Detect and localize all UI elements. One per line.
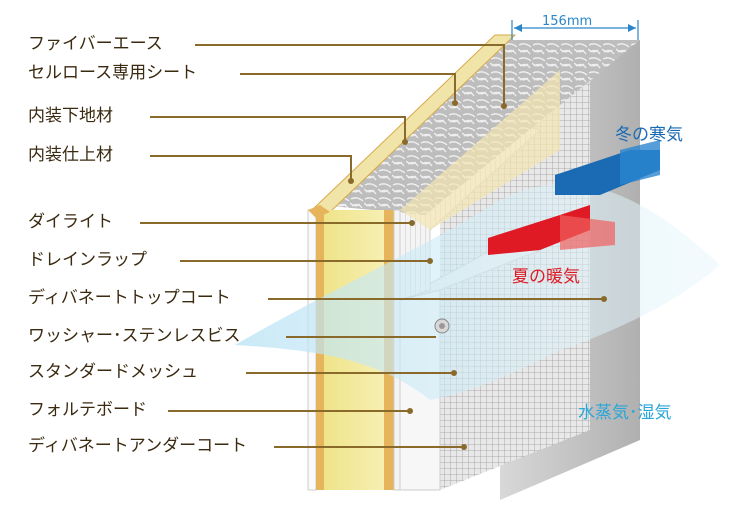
label-dailite: ダイライト	[28, 212, 113, 232]
leader-line	[286, 336, 436, 338]
label-top-coat: ディバネートトップコート	[28, 288, 231, 308]
label-standard-mesh: スタンダードメッシュ	[28, 362, 198, 382]
leader-line	[240, 73, 454, 75]
label-fiber-ace: ファイバーエース	[28, 34, 163, 54]
annotation-winter-cold: 冬の寒気	[615, 125, 683, 145]
leader-line	[150, 116, 404, 118]
leader-line	[168, 410, 410, 412]
label-forte-board: フォルテボード	[28, 400, 147, 420]
leader-dot	[409, 220, 415, 226]
leader-line	[454, 73, 456, 103]
leader-line	[150, 155, 350, 157]
leader-line	[274, 446, 464, 448]
label-under-coat: ディバネートアンダーコート	[28, 436, 248, 456]
label-interior-base: 内装下地材	[28, 106, 113, 126]
label-drain-wrap: ドレインラップ	[28, 250, 147, 270]
leader-line	[404, 116, 406, 142]
annotation-vapor: 水蒸気･湿気	[578, 403, 672, 423]
leader-line	[180, 260, 430, 262]
leader-dot	[452, 100, 458, 106]
leader-dot	[601, 296, 607, 302]
leader-dot	[348, 178, 354, 184]
leader-line	[503, 44, 505, 106]
leader-line	[350, 155, 352, 181]
leader-dot	[407, 408, 413, 414]
leader-line	[246, 372, 454, 374]
label-cellulose-sheet: セルロース専用シート	[28, 63, 198, 83]
leader-dot	[402, 139, 408, 145]
annotation-summer-warm: 夏の暖気	[512, 267, 580, 287]
label-interior-finish: 内装仕上材	[28, 145, 113, 165]
leader-line	[140, 222, 412, 224]
leader-line	[268, 298, 604, 300]
leader-dot	[461, 444, 467, 450]
leader-line	[195, 44, 503, 46]
leader-dot	[451, 370, 457, 376]
label-washer-screw: ワッシャー･ステンレスビス	[28, 326, 241, 346]
dimension-label: 156mm	[542, 14, 593, 29]
leader-dot	[427, 258, 433, 264]
leader-dot	[501, 103, 507, 109]
